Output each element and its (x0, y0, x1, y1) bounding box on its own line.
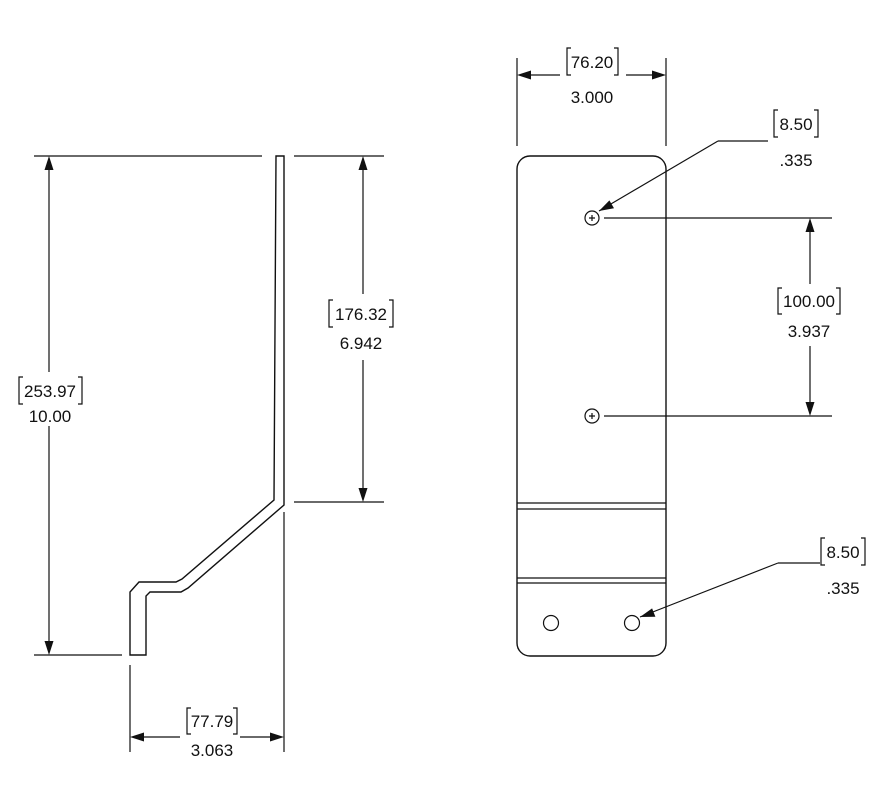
offset-arrow-right (270, 732, 284, 742)
height-metric-label: 253.97 (24, 382, 76, 401)
spacing-metric-bracket (777, 287, 841, 315)
height-label-bg (14, 372, 84, 426)
width-metric-bracket (566, 47, 619, 76)
tab-hole-left (542, 614, 560, 632)
lower-hole-leader-line (639, 562, 779, 618)
lower-hole-metric-label: 8.50 (826, 543, 859, 562)
mounting-hole-top-center-mark (589, 215, 595, 221)
spacing-metric-label: 100.00 (783, 292, 835, 311)
height-arrow-top (44, 156, 54, 170)
front-view: 76.20 3.000 100.00 3.937 8.50 .335 8.50 … (516, 47, 866, 657)
lower-hole-leader-arrow (640, 608, 656, 617)
spacing-arrow-bottom (805, 402, 815, 416)
width-arrow-right (652, 70, 666, 80)
mounting-hole-top (584, 210, 600, 226)
height-metric-bracket (18, 376, 83, 405)
offset-arrow-left (130, 732, 144, 742)
upper-height-label-bg (323, 294, 395, 360)
height-arrow-bottom (44, 641, 54, 655)
upper-hole-metric-bracket (773, 109, 819, 138)
upper-height-arrow-top (358, 156, 368, 170)
upper-hole-metric-label: 8.50 (779, 115, 812, 134)
offset-metric-label: 77.79 (191, 712, 234, 731)
upper-hole-leader-line (598, 140, 719, 212)
upper-hole-imperial-label: .335 (779, 151, 812, 170)
upper-height-arrow-bottom (358, 488, 368, 502)
upper-hole-leader-arrow (599, 200, 614, 211)
offset-metric-bracket (186, 707, 238, 735)
bracket-front-plate (516, 155, 667, 657)
spacing-label-bg (772, 284, 848, 346)
side-view: 253.97 10.00 176.32 6.942 77.79 3.063 (14, 155, 395, 760)
bracket-side-profile (129, 155, 285, 656)
lower-hole-metric-bracket (820, 537, 866, 566)
mounting-hole-middle (584, 408, 600, 424)
height-imperial-label: 10.00 (29, 407, 72, 426)
tab-hole-right (623, 614, 641, 632)
upper-height-metric-label: 176.32 (335, 305, 387, 324)
spacing-arrow-top (805, 218, 815, 232)
upper-height-imperial-label: 6.942 (340, 334, 383, 353)
width-metric-label: 76.20 (571, 53, 614, 72)
offset-imperial-label: 3.063 (191, 741, 234, 760)
mounting-hole-middle-center-mark (589, 413, 595, 419)
upper-height-metric-bracket (328, 299, 394, 328)
width-imperial-label: 3.000 (571, 88, 614, 107)
spacing-imperial-label: 3.937 (788, 322, 831, 341)
width-arrow-left (517, 70, 531, 80)
lower-hole-imperial-label: .335 (826, 579, 859, 598)
